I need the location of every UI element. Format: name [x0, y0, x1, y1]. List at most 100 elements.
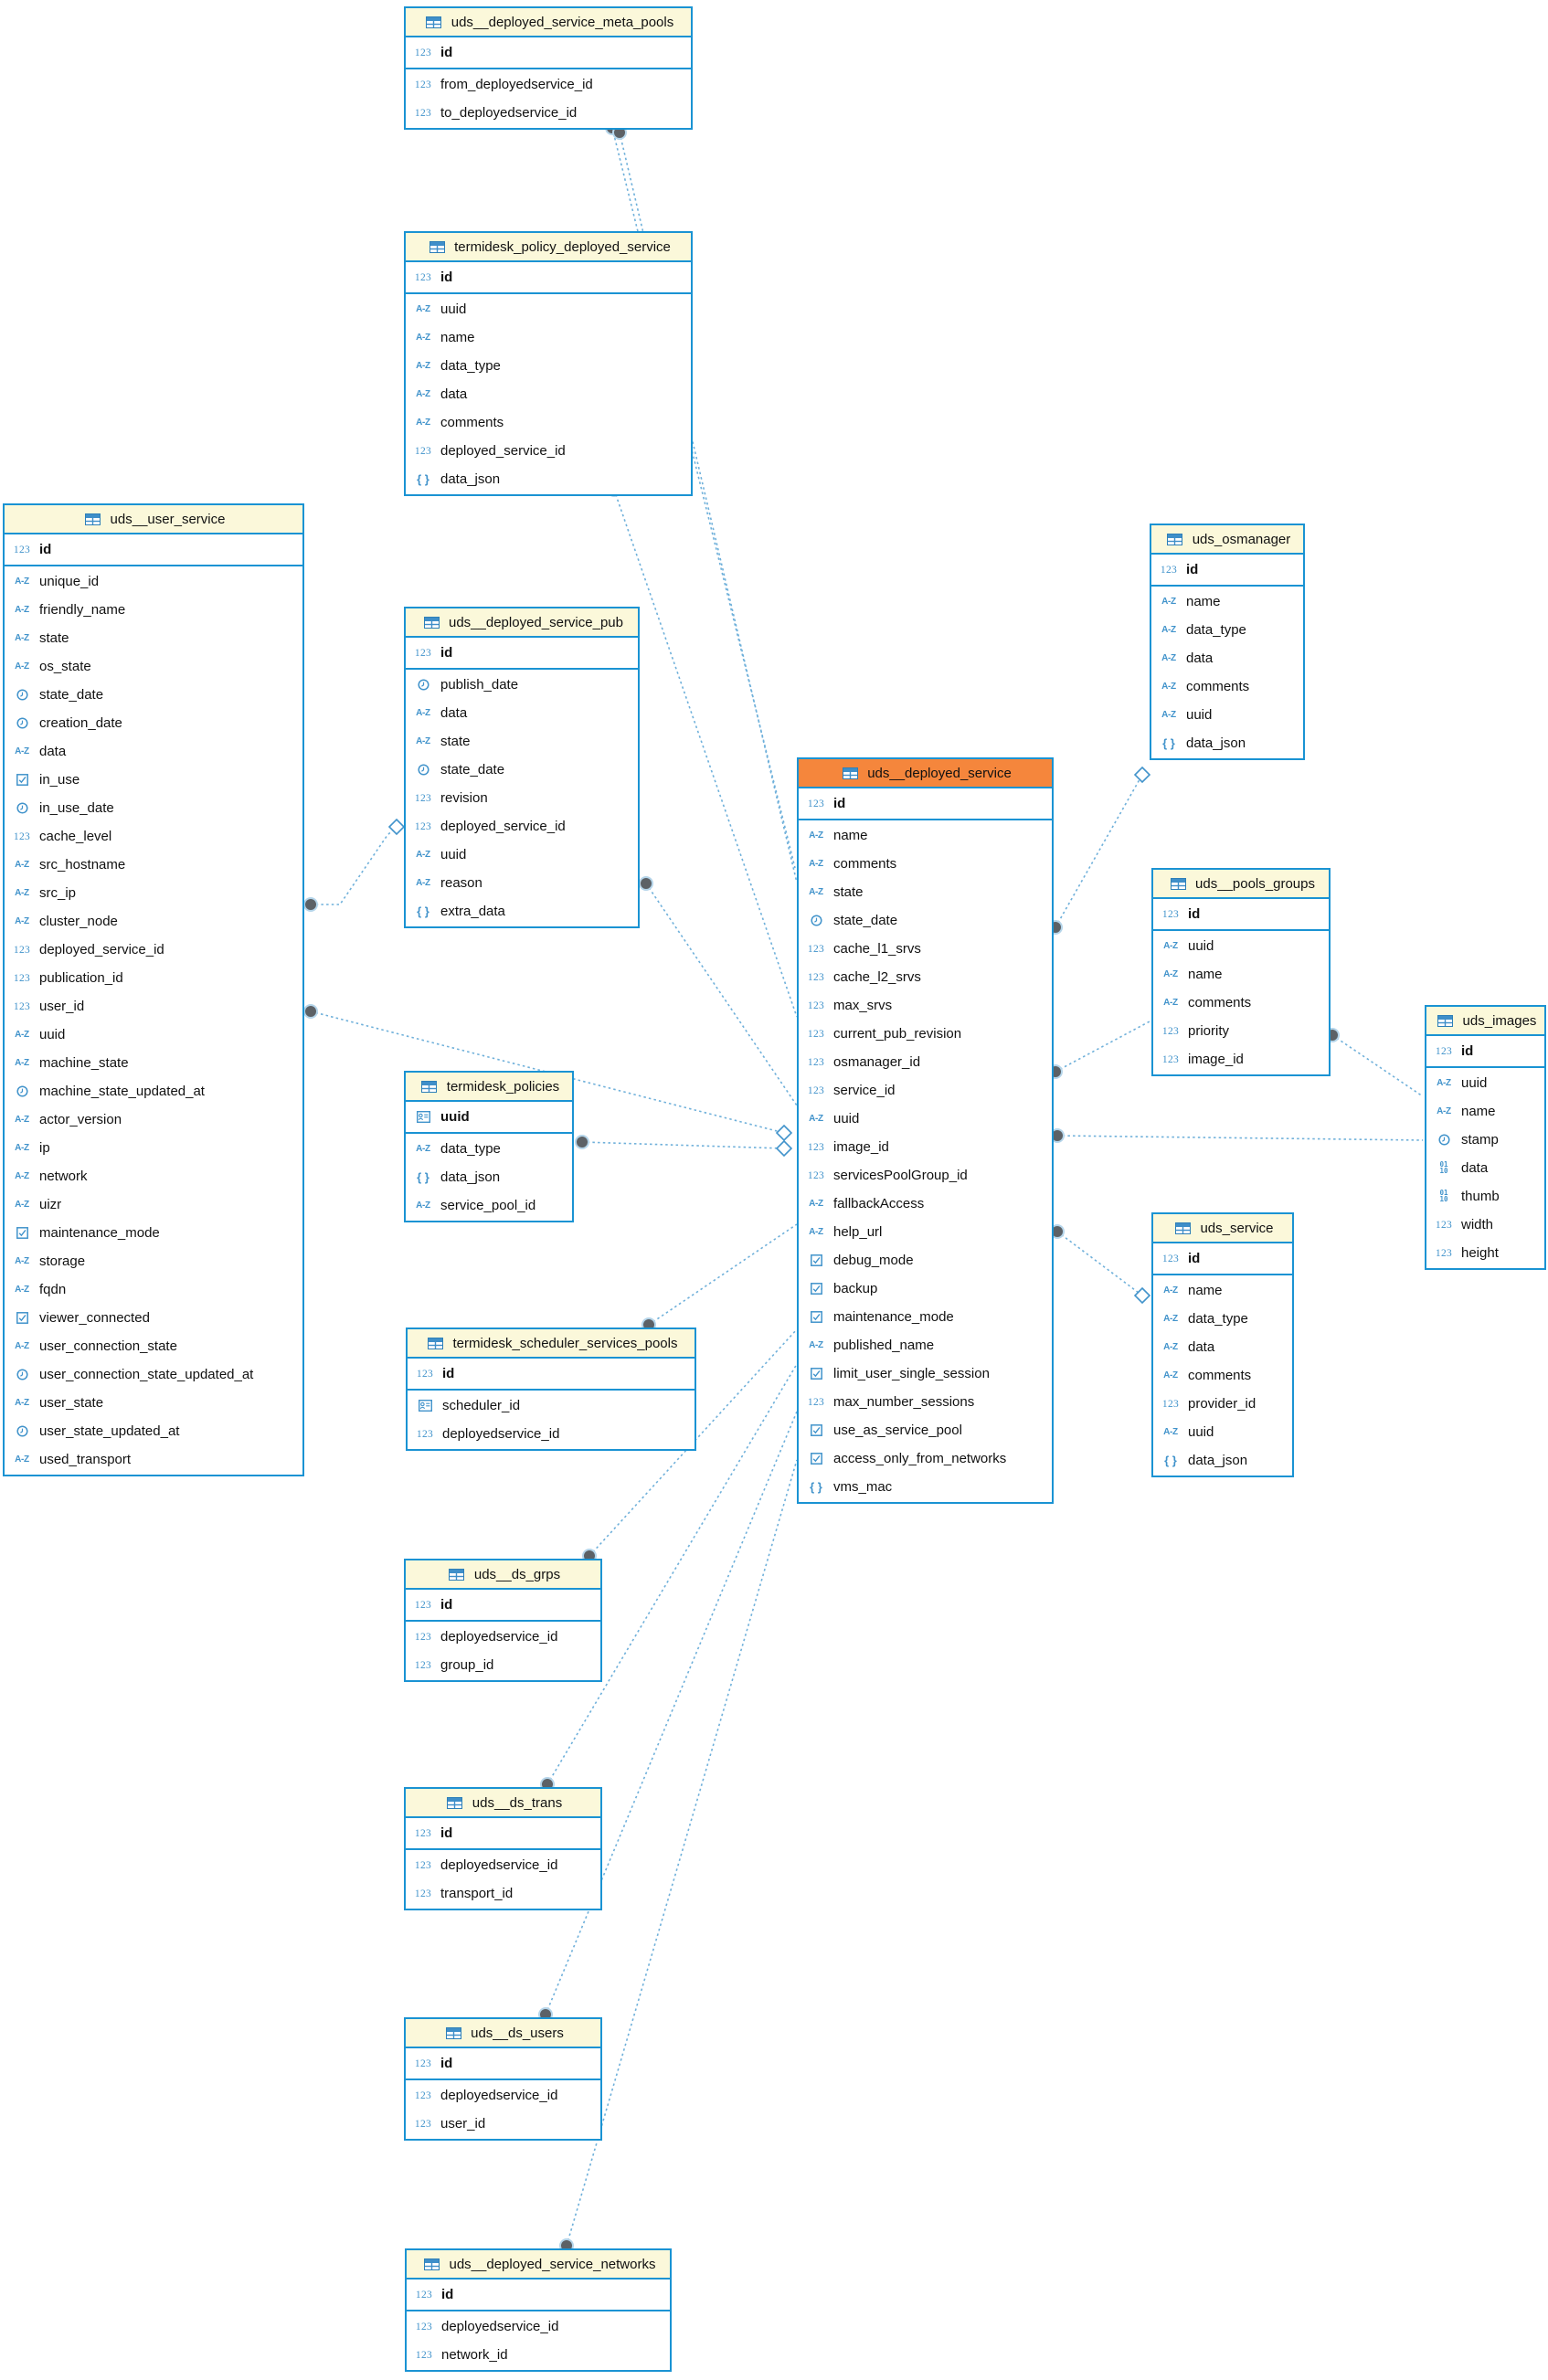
column-row[interactable]: maintenance_mode — [799, 1303, 1052, 1331]
table-header[interactable]: uds__ds_grps — [406, 1560, 600, 1590]
column-row[interactable]: { }extra_data — [406, 897, 638, 926]
column-row[interactable]: maintenance_mode — [5, 1219, 302, 1247]
pk-column-row[interactable]: uuid — [406, 1102, 572, 1132]
column-row[interactable]: access_only_from_networks — [799, 1444, 1052, 1473]
table-header[interactable]: uds__ds_users — [406, 2019, 600, 2048]
column-row[interactable]: { }data_json — [1153, 1446, 1292, 1475]
table-header[interactable]: uds_osmanager — [1151, 525, 1303, 555]
column-row[interactable]: { }vms_mac — [799, 1473, 1052, 1501]
table-header[interactable]: uds__deployed_service — [799, 759, 1052, 788]
column-row[interactable]: in_use_date — [5, 794, 302, 822]
column-row[interactable]: machine_state_updated_at — [5, 1077, 302, 1105]
column-row[interactable]: state_date — [799, 906, 1052, 935]
column-row[interactable]: viewer_connected — [5, 1304, 302, 1332]
column-row[interactable]: state_date — [5, 681, 302, 709]
column-row[interactable]: in_use — [5, 766, 302, 794]
column-row[interactable]: { }data_json — [406, 1163, 572, 1191]
column-row[interactable]: scheduler_id — [408, 1391, 694, 1420]
column-row[interactable]: stamp — [1426, 1126, 1544, 1154]
column-row[interactable]: { }data_json — [406, 465, 691, 493]
column-row[interactable]: debug_mode — [799, 1246, 1052, 1275]
table-header[interactable]: uds_images — [1426, 1007, 1544, 1036]
table-header[interactable]: termidesk_policy_deployed_service — [406, 233, 691, 262]
column-row[interactable]: user_state_updated_at — [5, 1417, 302, 1445]
column-row[interactable]: user_connection_state_updated_at — [5, 1360, 302, 1389]
column-row[interactable]: publish_date — [406, 671, 638, 699]
column-row[interactable]: limit_user_single_session — [799, 1359, 1052, 1388]
table-header[interactable]: uds__deployed_service_networks — [407, 2250, 670, 2280]
column-row[interactable]: state_date — [406, 756, 638, 784]
